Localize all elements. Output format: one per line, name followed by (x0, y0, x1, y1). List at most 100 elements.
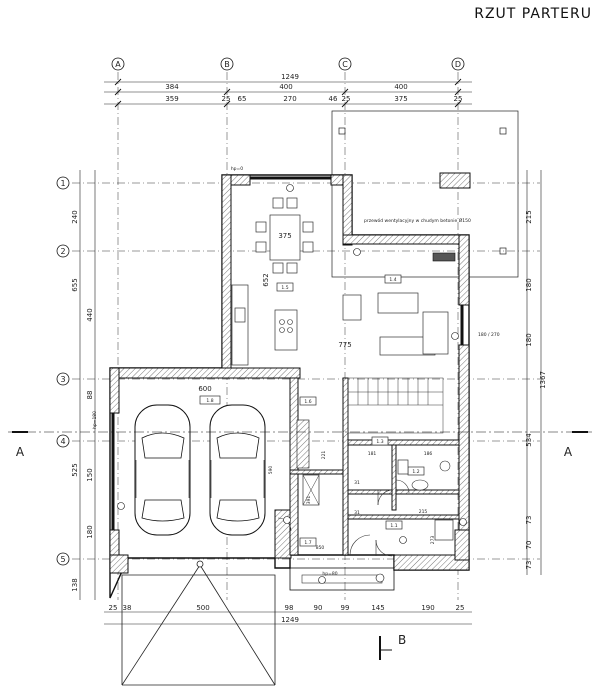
kitchen-units: 1.5 652 (231, 273, 298, 366)
dim-top-25b: 25 (342, 95, 351, 103)
axis-label-D: D (455, 60, 461, 69)
dim-181: 181 (368, 451, 377, 457)
axis-label-A: A (115, 60, 121, 69)
wc-number: 1.2 (412, 469, 419, 475)
dim-left-150: 150 (86, 468, 94, 481)
dim-top-25c: 25 (454, 95, 463, 103)
dim-850: 850 (316, 545, 325, 551)
section-a-right: A (564, 445, 573, 459)
exterior-walls (109, 174, 470, 599)
dim-273: 273 (430, 536, 436, 545)
annotations: przewód wentylacyjny w chudym betonie Ø1… (92, 166, 500, 577)
dim-right-73b: 73 (525, 561, 533, 570)
dim-top-400a: 400 (279, 83, 292, 91)
dim-bot-190: 190 (421, 604, 434, 612)
chimney-dim: 180 / 270 (478, 332, 500, 338)
dim-right-73a: 73 (525, 516, 533, 525)
dim-bot-500: 500 (196, 604, 209, 612)
axis-label-2: 2 (60, 247, 65, 256)
dim-bot-145: 145 (371, 604, 384, 612)
axis-label-B: B (224, 60, 230, 69)
dim-31b: 31 (354, 510, 360, 516)
dim-bot-99: 99 (341, 604, 350, 612)
living-dim: 775 (338, 341, 351, 349)
driveway (121, 560, 276, 686)
dim-top-total: 1249 (281, 73, 299, 81)
axis-markers-left: 1 2 3 4 5 (56, 176, 70, 566)
hp180-note: hp=180 (92, 411, 98, 429)
section-a-left: A (16, 445, 25, 459)
right-dimensions: 1367 215 180 180 534 73 70 73 (525, 170, 547, 575)
drawing-title: RZUT PARTERU (474, 6, 592, 22)
dim-left-525: 525 (71, 463, 79, 476)
dim-221: 221 (321, 451, 327, 460)
dim-186: 186 (424, 451, 433, 457)
dim-391: 391 (306, 496, 312, 505)
dim-top-25a: 25 (222, 95, 231, 103)
dim-bot-90: 90 (314, 604, 323, 612)
dim-left-180: 180 (86, 525, 94, 538)
dim-top-375: 375 (394, 95, 407, 103)
entry-number: 1.7 (304, 540, 311, 546)
dining-dim: 375 (278, 232, 291, 240)
axis-markers-top: A B C D (111, 57, 465, 71)
top-dimensions: 1249 384 400 400 359 25 65 270 46 25 375… (104, 73, 472, 108)
dim-top-384: 384 (165, 83, 179, 91)
axis-label-5: 5 (60, 555, 65, 564)
dim-left-88: 88 (86, 391, 94, 400)
dim-top-359: 359 (165, 95, 178, 103)
garage: 600 1.8 590 (134, 385, 274, 536)
dim-right-180a: 180 (525, 278, 533, 291)
dim-bot-25b: 25 (456, 604, 465, 612)
entry-steps (289, 567, 395, 591)
level-markers (117, 184, 467, 584)
hp80-note: hp=80 (322, 571, 337, 577)
dim-right-1367: 1367 (539, 371, 547, 389)
axis-label-1: 1 (60, 179, 65, 188)
section-marks: A A B (8, 431, 592, 660)
stairs (347, 377, 444, 434)
doors (277, 479, 410, 557)
ventilation-note: przewód wentylacyjny w chudym betonie Ø1… (364, 217, 471, 224)
hall-number: 1.6 (304, 399, 311, 405)
living-room-set: 1.4 775 (338, 252, 456, 356)
dim-bot-98: 98 (285, 604, 294, 612)
kitchen-number: 1.5 (281, 285, 288, 291)
dining-set: 375 (255, 197, 314, 274)
dim-left-240: 240 (71, 210, 79, 223)
dim-right-534: 534 (525, 433, 533, 447)
terrace-outline (331, 110, 519, 278)
dim-top-270: 270 (283, 95, 296, 103)
car-right (209, 404, 266, 536)
dim-top-400b: 400 (394, 83, 407, 91)
bottom-dimensions: 25 38 500 98 90 99 145 190 25 1249 (104, 604, 472, 625)
section-b: B (398, 633, 406, 647)
dim-right-180b: 180 (525, 333, 533, 346)
dim-left-138: 138 (71, 578, 79, 591)
garage-dim-590: 590 (268, 466, 274, 475)
bath-number: 1.3 (376, 439, 383, 445)
utility-number: 1.1 (390, 523, 397, 529)
dim-215: 215 (419, 509, 428, 515)
car-left (134, 404, 191, 536)
dim-left-655: 655 (71, 278, 79, 291)
dim-31a: 31 (354, 480, 360, 486)
dim-bot-total: 1249 (281, 616, 299, 624)
garage-dim: 600 (198, 385, 211, 393)
dim-right-70: 70 (525, 541, 533, 550)
left-dimensions: 240 655 138 440 88 525 150 180 (71, 170, 96, 600)
axis-label-3: 3 (60, 375, 65, 384)
garage-number: 1.8 (206, 398, 213, 404)
dim-bot-25a: 25 (109, 604, 118, 612)
dim-bot-38: 38 (123, 604, 132, 612)
dim-right-215: 215 (525, 210, 533, 223)
service-rooms: 1.6 221 391 1.3 181 186 1.2 31 31 215 1.… (296, 396, 454, 551)
living-number: 1.4 (389, 277, 396, 283)
dim-top-46: 46 (329, 95, 338, 103)
dim-top-65: 65 (238, 95, 247, 103)
dim-left-440: 440 (86, 308, 94, 321)
kitchen-dim: 652 (262, 273, 270, 286)
hp0-note: hp=0 (231, 166, 243, 172)
axis-label-C: C (342, 60, 348, 69)
